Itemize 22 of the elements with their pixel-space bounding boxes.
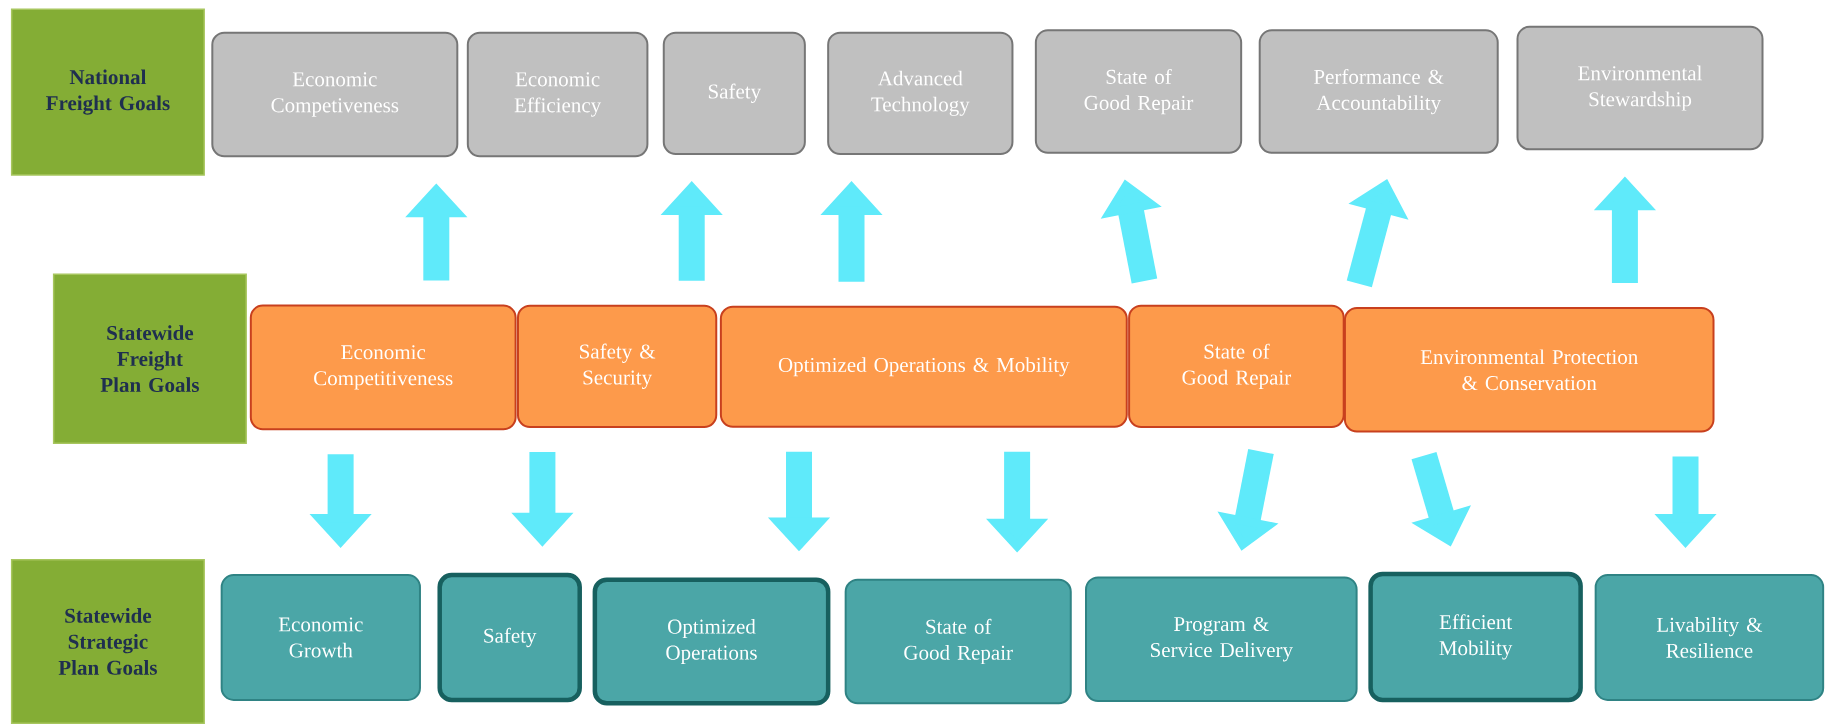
goal-box: Safety bbox=[662, 31, 806, 155]
goal-box: Optimized Operations bbox=[592, 577, 831, 706]
goal-box: State of Good Repair bbox=[1034, 29, 1243, 154]
goal-box: Safety & Security bbox=[516, 304, 718, 428]
goal-box: Economic Competiveness bbox=[211, 31, 459, 158]
goal-box: Economic Competitiveness bbox=[249, 304, 517, 431]
goal-box: Optimized Operations & Mobility bbox=[719, 305, 1128, 428]
goal-box: Economic Growth bbox=[220, 574, 421, 701]
goal-box: Safety bbox=[437, 572, 582, 703]
goal-box: State of Good Repair bbox=[844, 578, 1072, 705]
goal-box: Environmental Protection & Conservation bbox=[1343, 307, 1715, 433]
goal-box: Program & Service Delivery bbox=[1085, 576, 1358, 702]
row-header-box: National Freight Goals bbox=[10, 8, 205, 176]
goal-box: Environmental Stewardship bbox=[1516, 25, 1764, 151]
goal-box: Efficient Mobility bbox=[1368, 571, 1583, 703]
goal-box: Livability & Resilience bbox=[1594, 574, 1825, 701]
goal-box: Performance & Accountability bbox=[1258, 29, 1499, 154]
row-header-box: Statewide Strategic Plan Goals bbox=[10, 559, 205, 724]
goal-box: Economic Efficiency bbox=[466, 31, 649, 158]
row-header-box: Statewide Freight Plan Goals bbox=[52, 273, 247, 444]
goal-box: Advanced Technology bbox=[827, 31, 1014, 155]
goal-box: State of Good Repair bbox=[1128, 304, 1345, 428]
